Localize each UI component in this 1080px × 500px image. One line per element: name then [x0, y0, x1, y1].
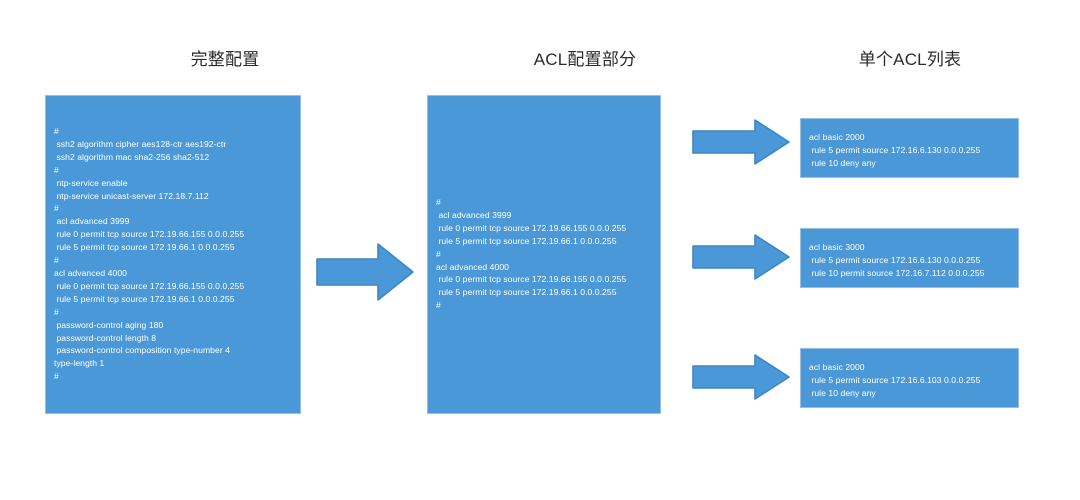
column-title-single-acl-list: 单个ACL列表 — [858, 50, 962, 69]
right-arrow-icon-branch-3 — [692, 354, 790, 400]
acl-section-code: # acl advanced 3999 rule 0 permit tcp so… — [436, 197, 627, 311]
right-arrow-icon-branch-1 — [692, 119, 790, 165]
panel-acl-list-3: acl basic 2000 rule 5 permit source 172.… — [800, 348, 1019, 408]
acl-list-1-code: acl basic 2000 rule 5 permit source 172.… — [809, 132, 981, 168]
panel-acl-list-1: acl basic 2000 rule 5 permit source 172.… — [800, 118, 1019, 178]
column-title-acl-section: ACL配置部分 — [533, 50, 637, 69]
panel-acl-list-2: acl basic 3000 rule 5 permit source 172.… — [800, 228, 1019, 288]
column-title-full-config: 完整配置 — [190, 50, 260, 69]
acl-list-3-code: acl basic 2000 rule 5 permit source 172.… — [809, 362, 981, 398]
acl-list-2-code: acl basic 3000 rule 5 permit source 172.… — [809, 242, 985, 278]
panel-full-config: # ssh2 algorithm cipher aes128-ctr aes19… — [45, 95, 301, 414]
panel-acl-section: # acl advanced 3999 rule 0 permit tcp so… — [427, 95, 661, 414]
right-arrow-icon-branch-2 — [692, 234, 790, 280]
full-config-code: # ssh2 algorithm cipher aes128-ctr aes19… — [54, 126, 245, 382]
right-arrow-icon-main — [316, 243, 414, 301]
